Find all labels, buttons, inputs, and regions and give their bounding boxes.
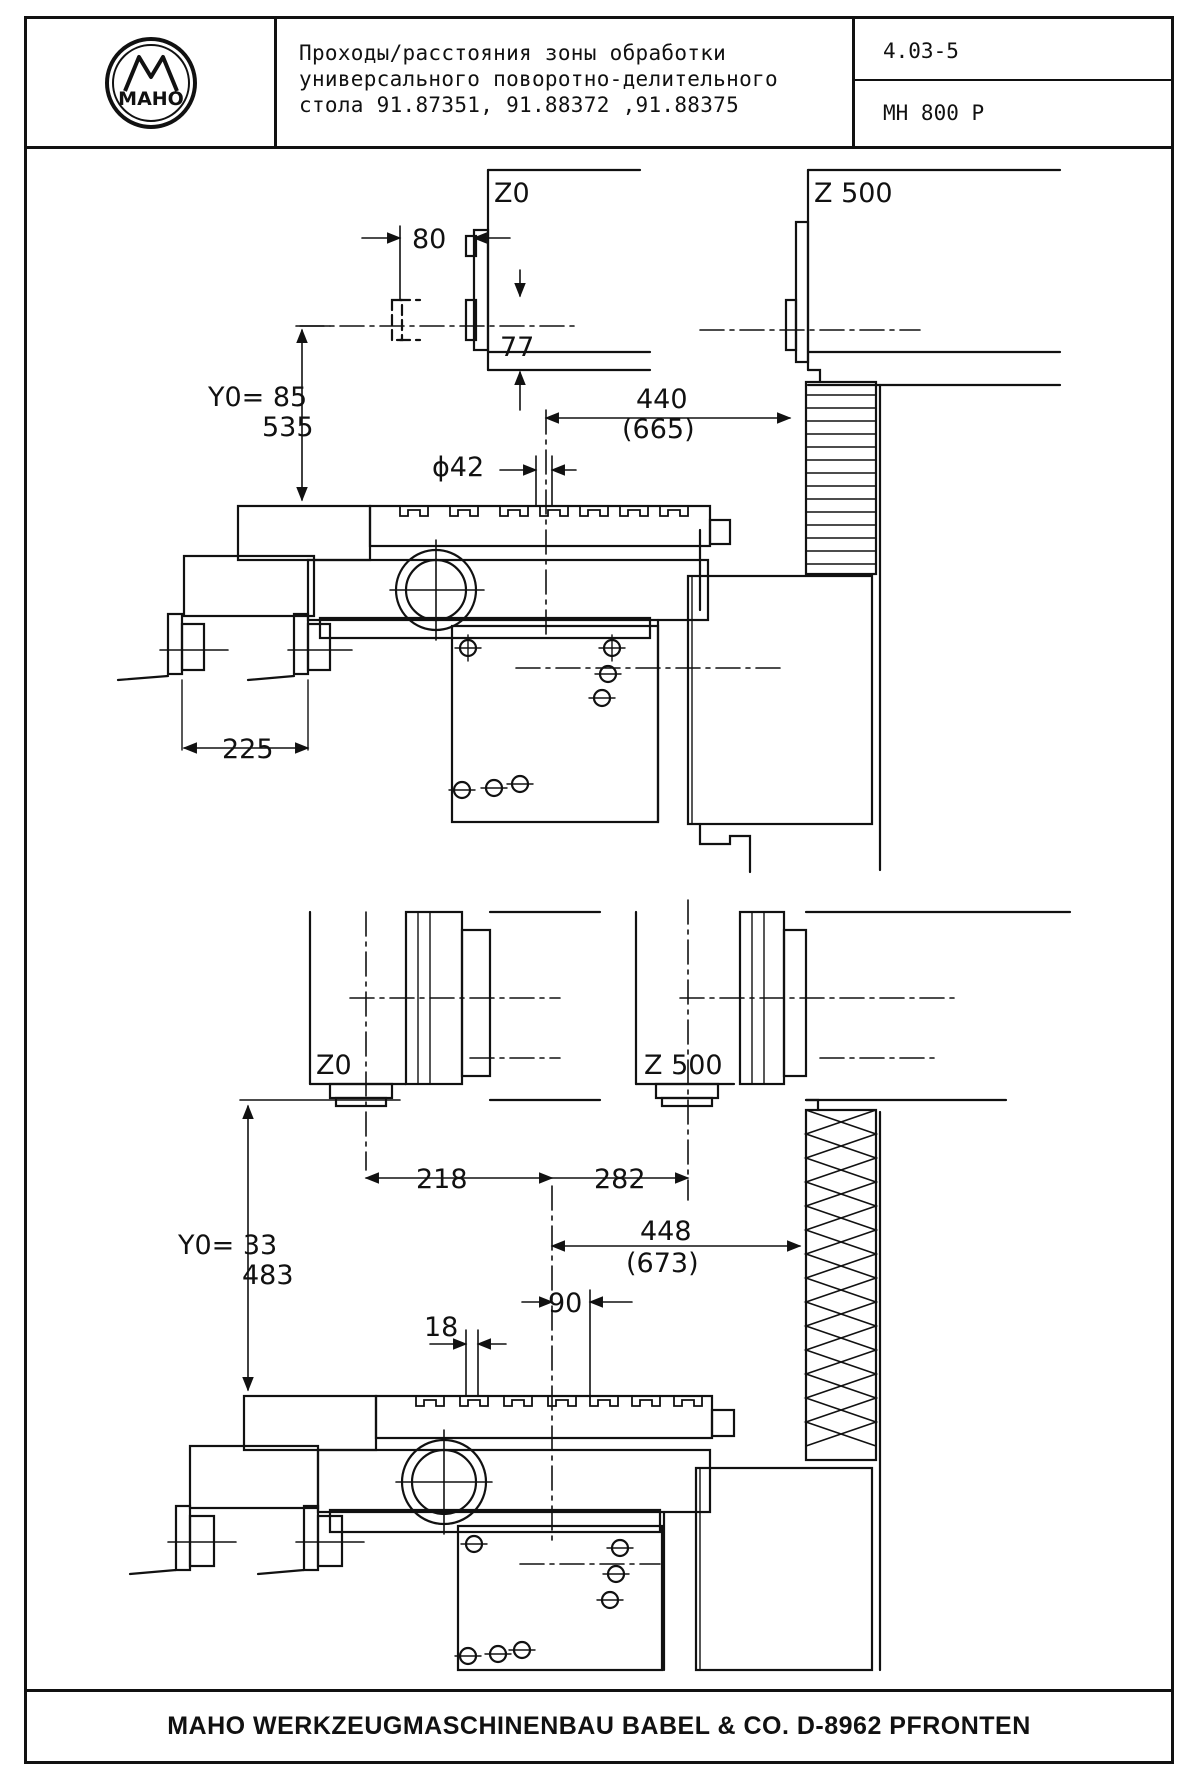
sheet-number-cell: 4.03-5 xyxy=(855,19,1171,81)
bottom-y0-alt: 483 xyxy=(242,1260,294,1291)
bottom-view-drawing xyxy=(128,899,1072,1672)
bottom-z500-spindle xyxy=(634,899,1072,1201)
bottom-dim-282: 282 xyxy=(594,1164,646,1195)
top-dim-440-alt: (665) xyxy=(622,414,695,445)
logo-cell: MAHO xyxy=(27,19,277,146)
drawing-sheet: MAHO Проходы/расстояния зоны обработки у… xyxy=(24,16,1174,1764)
bottom-dim-90: 90 xyxy=(548,1288,582,1319)
top-column-bellows xyxy=(804,380,882,872)
top-z500-spindle xyxy=(699,168,1062,387)
bottom-z0-spindle xyxy=(308,910,602,1171)
bottom-housing xyxy=(454,1466,874,1672)
top-y0-label: Y0= 85 xyxy=(207,382,307,413)
footer: MAHO WERKZEUGMASCHINENBAU BABEL & CO. D-… xyxy=(27,1689,1171,1764)
bottom-dimension-lines xyxy=(239,1099,802,1397)
top-dim-225: 225 xyxy=(222,734,274,765)
logo-text: MAHO xyxy=(118,88,184,110)
bottom-dim-448-alt: (673) xyxy=(626,1248,699,1279)
bottom-handwheels xyxy=(128,1504,365,1576)
machine-model: MH 800 P xyxy=(883,101,985,125)
bottom-dim-218: 218 xyxy=(416,1164,468,1195)
top-view-drawing xyxy=(116,168,1062,874)
title-line-1: Проходы/расстояния зоны обработки xyxy=(299,41,727,65)
bottom-y0-label: Y0= 33 xyxy=(177,1230,277,1261)
sheet-number: 4.03-5 xyxy=(883,39,959,63)
bottom-z500-label: Z 500 xyxy=(644,1050,723,1081)
top-rotary-table xyxy=(182,409,732,641)
title-line-2: универсального поворотно-делительного xyxy=(299,67,778,91)
bottom-column-bellows xyxy=(803,1108,882,1672)
top-dim-440: 440 xyxy=(636,384,688,415)
top-dim-77: 77 xyxy=(500,332,534,363)
title-cell: Проходы/расстояния зоны обработки универ… xyxy=(277,19,855,146)
top-z500-label: Z 500 xyxy=(814,178,893,209)
company-name: MAHO WERKZEUGMASCHINENBAU BABEL & CO. D-… xyxy=(167,1712,1031,1740)
title-block: MAHO Проходы/расстояния зоны обработки у… xyxy=(27,19,1171,149)
top-z0-label: Z0 xyxy=(494,178,530,209)
top-handwheels xyxy=(116,612,353,751)
code-cell: 4.03-5 MH 800 P xyxy=(855,19,1171,146)
top-y0-alt: 535 xyxy=(262,412,314,443)
top-z0-spindle xyxy=(299,168,652,372)
bottom-dim-448: 448 xyxy=(640,1216,692,1247)
top-dim-80: 80 xyxy=(412,224,446,255)
top-dimension-lines xyxy=(182,225,792,754)
bottom-dim-18: 18 xyxy=(424,1312,458,1343)
title-line-3: стола 91.87351, 91.88372 ,91.88375 xyxy=(299,93,740,117)
top-dim-phi42: ϕ42 xyxy=(432,452,484,483)
top-housing xyxy=(448,574,874,874)
bottom-z0-label: Z0 xyxy=(316,1050,352,1081)
maho-logo-icon: MAHO xyxy=(105,37,197,129)
